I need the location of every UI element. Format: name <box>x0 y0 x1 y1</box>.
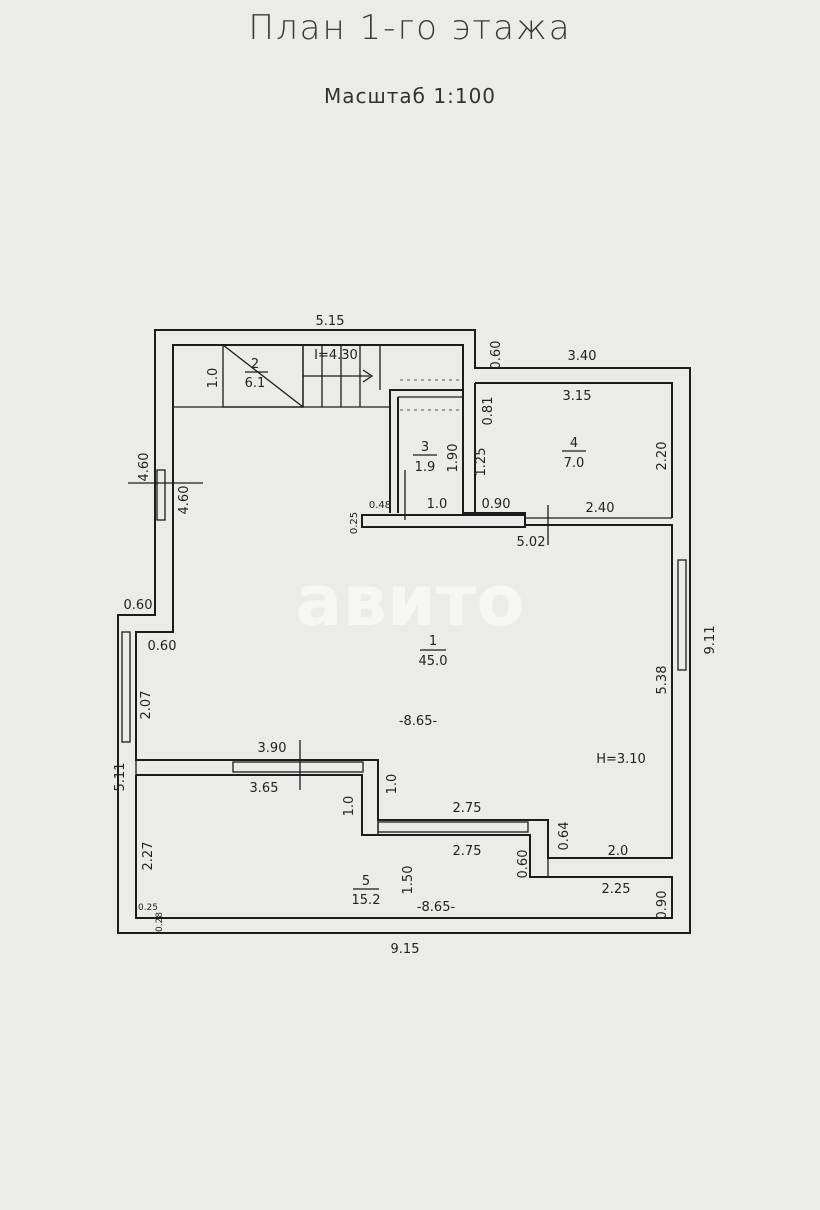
dim-room5-wall-inner: 3.65 <box>250 781 279 796</box>
stair-diagonal <box>222 344 304 408</box>
dim-partition-right: 0.90 <box>482 497 511 512</box>
dim-step-a: 0.64 <box>557 822 572 851</box>
dim-bottom-step: 2.25 <box>602 882 631 897</box>
room-area: 15.2 <box>352 893 381 908</box>
dim-room4-height: 2.20 <box>655 442 670 471</box>
dim-bottom-outer: 9.15 <box>391 942 420 957</box>
plan-scale: Масштаб 1:100 <box>323 84 497 108</box>
opening-room5 <box>232 761 364 773</box>
dim-small-b: 0.28 <box>155 912 165 932</box>
dim-partition-far: 2.40 <box>586 501 615 516</box>
partition-wall <box>361 514 526 528</box>
window-left <box>121 631 131 743</box>
room-number: 3 <box>421 440 429 455</box>
room-1-label: 1 45.0 <box>419 634 448 669</box>
room-2-label: 2 6.1 <box>245 357 268 391</box>
dim-right-inner: 5.38 <box>655 666 670 695</box>
room-number: 4 <box>570 436 578 451</box>
dim-right-bottom: 0.90 <box>655 891 670 920</box>
dim-room3-gap: 0.81 <box>481 397 496 426</box>
room-number: 5 <box>362 874 370 889</box>
dim-room4-outer-width: 3.40 <box>568 349 597 364</box>
dim-room5-wall-outer: 3.90 <box>258 741 287 756</box>
room4-inner-wall <box>475 382 673 518</box>
room-area: 45.0 <box>419 654 448 669</box>
room-number: 2 <box>251 357 259 372</box>
room-number: 1 <box>429 634 437 649</box>
dim-room5-width: -8.65- <box>417 900 456 915</box>
dim-mid-wall-outer: 2.75 <box>453 801 482 816</box>
dim-step-c: 2.0 <box>608 844 629 859</box>
dim-stair-height: 1.0 <box>206 368 221 389</box>
opening-mid <box>377 821 529 833</box>
dim-room5-step-inner: 1.0 <box>342 796 357 817</box>
room-4-label: 4 7.0 <box>562 436 586 471</box>
room3-walls <box>389 389 463 513</box>
dim-room3-width: 1.90 <box>446 444 461 473</box>
watermark: авито <box>295 560 524 642</box>
dim-partition-mid: 1.0 <box>427 497 448 512</box>
dim-room5-mid: 1.50 <box>401 866 416 895</box>
ceiling-height: H=3.10 <box>596 752 646 767</box>
dim-partition-left: 0.48 <box>369 500 391 511</box>
dim-left-step-outer: 0.60 <box>124 598 153 613</box>
window-left-upper <box>156 469 166 521</box>
dim-right-outer: 9.11 <box>703 626 718 655</box>
dim-partition-thickness: 0.25 <box>349 512 360 534</box>
dim-room5-height: 2.27 <box>141 842 156 871</box>
room-3-label: 3 1.9 <box>413 440 437 475</box>
dim-left-lower-outer: 5.11 <box>113 763 128 792</box>
dim-stair-length: I=4.30 <box>314 348 358 363</box>
window-right <box>677 559 687 671</box>
dim-top-outer: 5.15 <box>316 314 345 329</box>
dim-room5-step-outer: 1.0 <box>385 774 400 795</box>
plan-title: План 1-го этажа <box>248 8 572 48</box>
dim-room3-length: 1.25 <box>474 448 489 477</box>
dim-room4-inner-width: 3.15 <box>563 389 592 404</box>
room-area: 7.0 <box>564 456 585 471</box>
dim-left-upper-outer: 4.60 <box>137 453 152 482</box>
dim-small-a: 0.25 <box>138 903 158 913</box>
room-5-label: 5 15.2 <box>352 874 381 908</box>
dim-step-b: 0.60 <box>516 850 531 879</box>
outer-wall-outline <box>117 329 691 934</box>
room5-inner-wall <box>135 774 673 919</box>
dim-stair-notch: 0.60 <box>489 341 504 370</box>
dim-left-upper-inner: 4.60 <box>177 486 192 515</box>
dim-partition-total: 5.02 <box>517 535 546 550</box>
room-area: 6.1 <box>245 376 266 391</box>
dim-left-step-inner: 0.60 <box>148 639 177 654</box>
dim-room1-width: -8.65- <box>399 714 438 729</box>
stair-arrow-head <box>362 369 374 383</box>
room-area: 1.9 <box>415 460 436 475</box>
dim-window-left: 2.07 <box>139 691 154 720</box>
dim-mid-wall-inner: 2.75 <box>453 844 482 859</box>
